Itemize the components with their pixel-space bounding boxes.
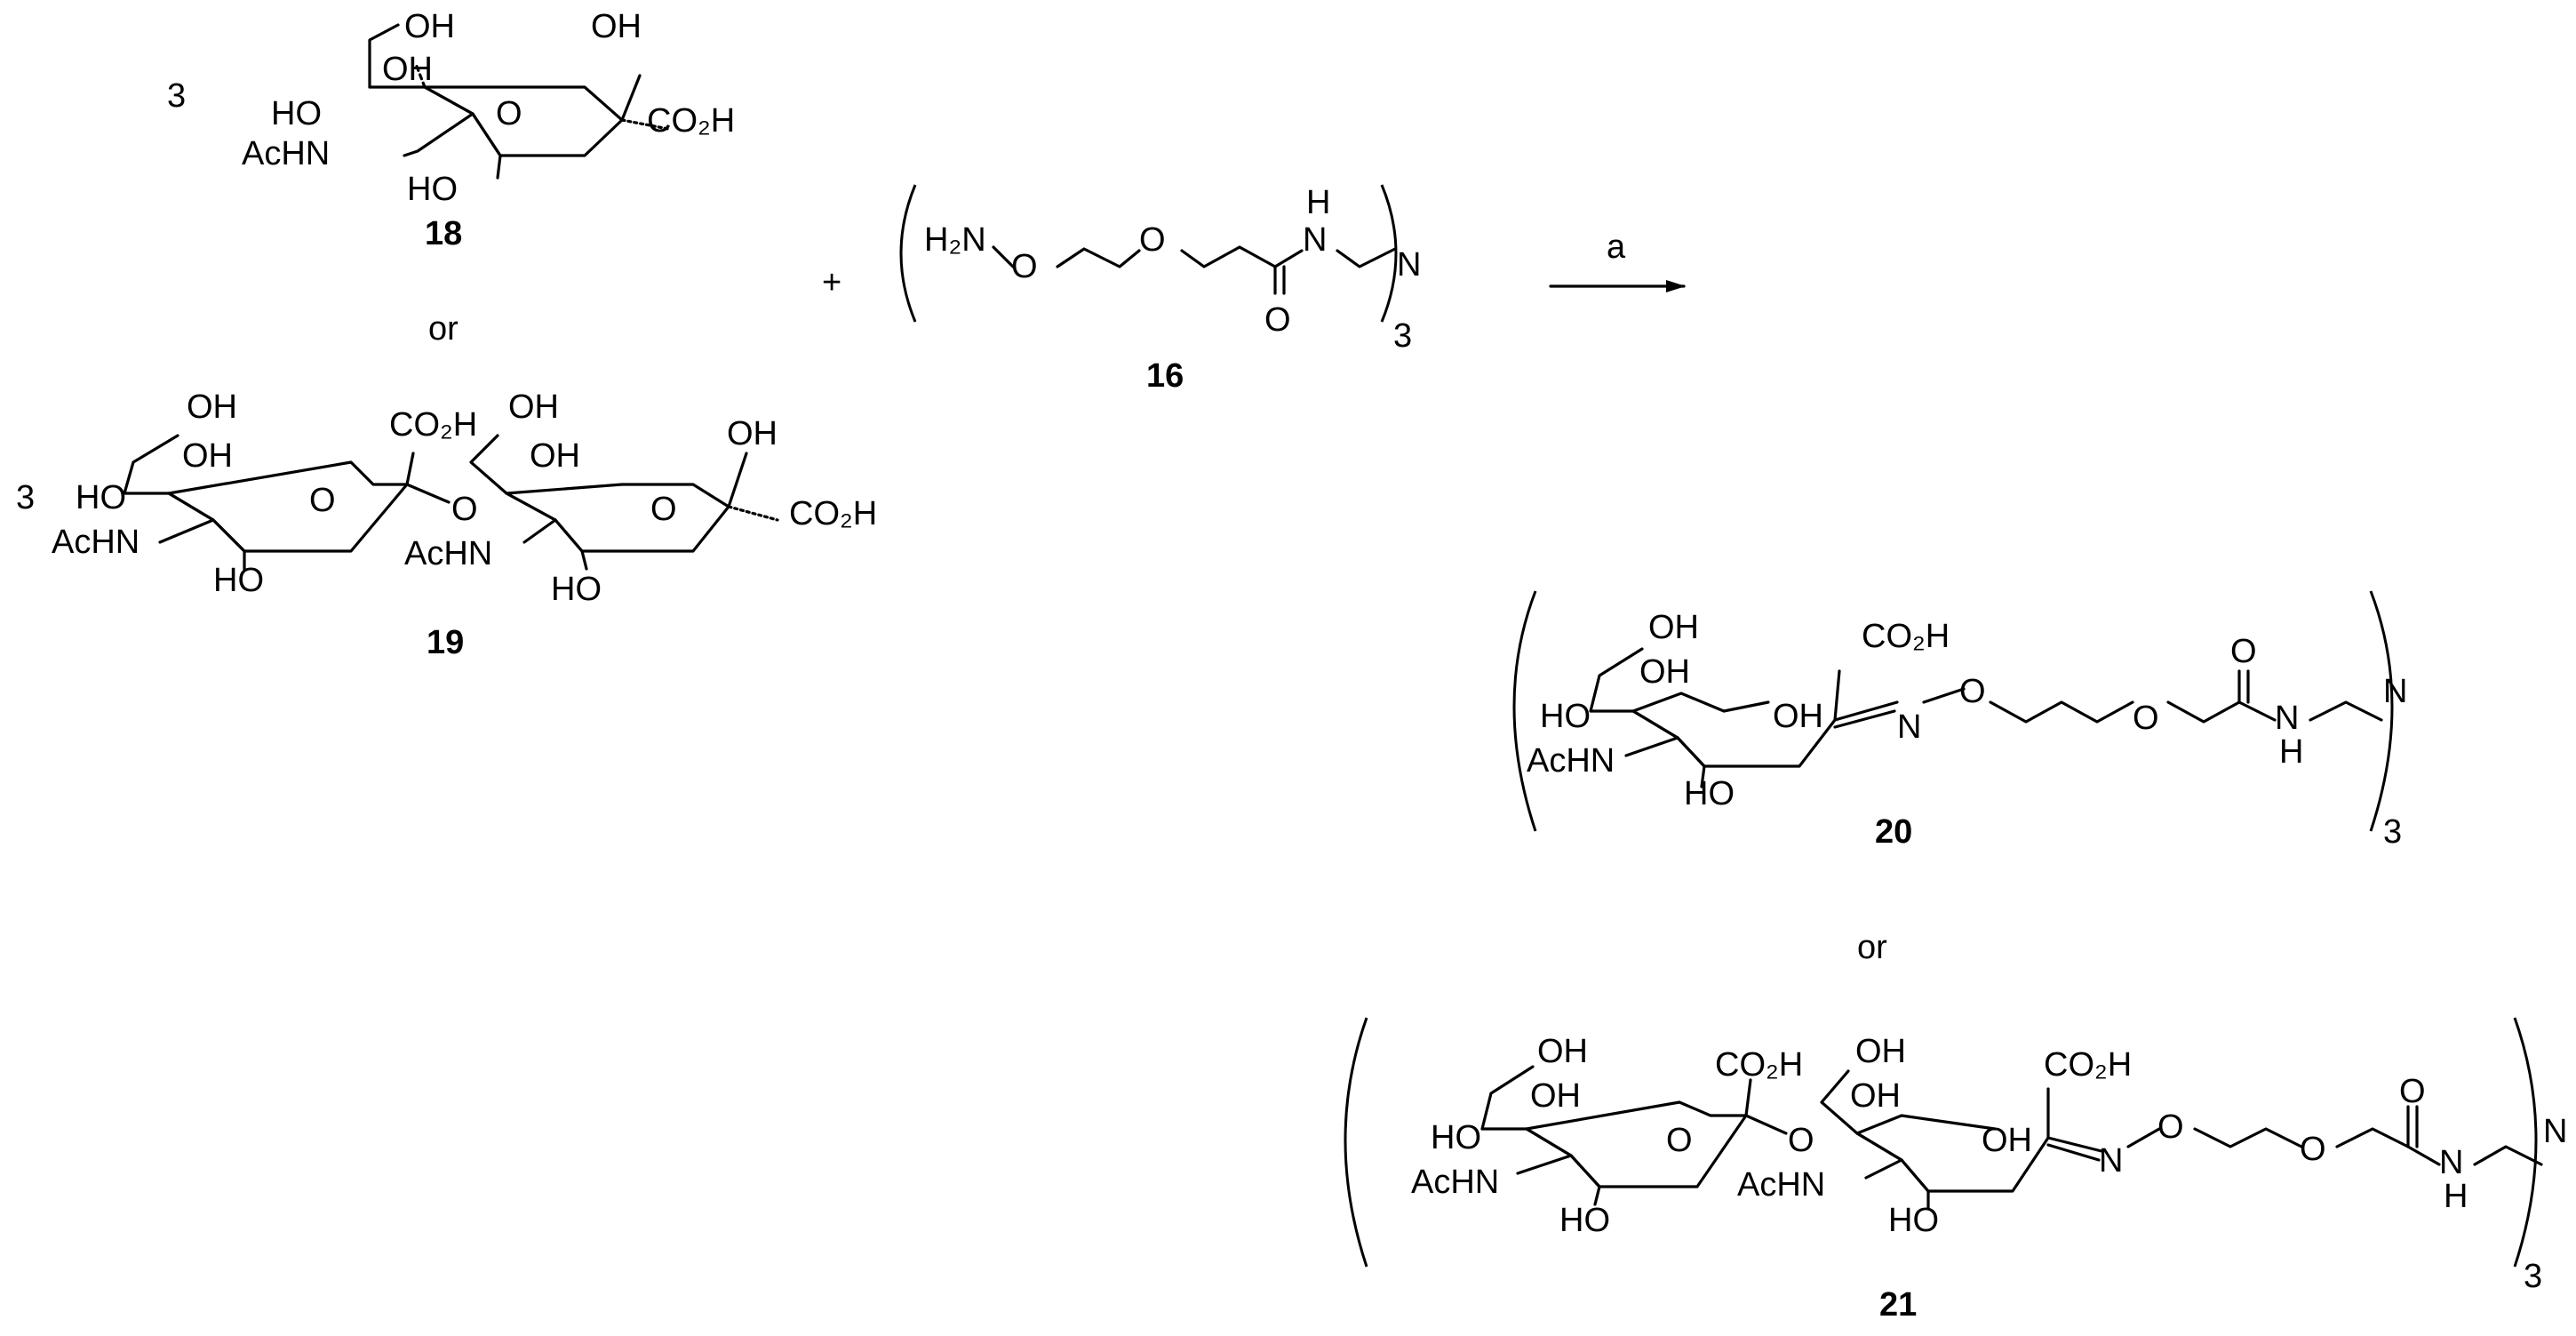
label-co2h: CO₂H [647,102,735,140]
label-ether-o: O [2133,700,2159,737]
label-achn-1: AcHN [1411,1164,1499,1201]
label-h2n: H₂N [924,221,986,259]
label-oh-top-2: OH [508,388,559,426]
paren-left-21 [1344,1017,1368,1268]
label-ho-bottom-2: HO [551,571,602,608]
label-ring-o-1: O [309,482,336,519]
label-ho-left: HO [271,95,322,132]
label-oh-mid: OH [382,51,433,88]
label-ring-o-2: O [650,491,677,528]
label-oh-mid-2: OH [1850,1077,1901,1115]
label-nh-n: N [2275,700,2299,737]
label-ho-bottom: HO [1684,775,1735,812]
label-ho-left-1: HO [1431,1119,1481,1156]
label-achn-2: AcHN [404,535,492,572]
label-oxime-n: N [2099,1142,2123,1180]
label-oh-mid-1: OH [182,437,233,475]
label-ring-o-1: O [1666,1122,1693,1159]
label-achn: AcHN [242,135,330,172]
label-oh-anomeric: OH [727,415,778,452]
paren-left-16 [899,184,917,323]
label-carbonyl-o: O [1264,301,1291,339]
label-ether-o: O [2300,1131,2326,1168]
compound-number-16: 16 [1146,357,1184,395]
label-glyco-o: O [451,491,478,528]
label-oh-ring-2: OH [1982,1122,2032,1159]
label-ho-left-1: HO [76,479,126,516]
label-o1: O [1011,248,1038,285]
multiplier-16: 3 [1393,317,1412,355]
label-ho-bottom: HO [407,171,458,208]
label-oxime-n: N [1897,708,1921,746]
label-o2: O [1139,221,1166,259]
label-oxime-o: O [2157,1108,2184,1146]
compound-number-18: 18 [425,215,462,252]
paren-right-20 [2369,590,2394,832]
label-carbonyl-o: O [2399,1073,2426,1110]
paren-left-20 [1512,590,1537,832]
label-oh-top-2: OH [1855,1033,1906,1070]
compound-20: OH OH HO OH AcHN HO CO₂H N O O O N H N 3… [1512,590,2407,851]
label-nh-h: H [2444,1178,2468,1215]
label-oh-top-1: OH [187,388,237,426]
label-oh-mid: OH [1639,653,1690,691]
label-nh-h: H [1306,184,1330,221]
label-oh-anomeric: OH [591,8,642,45]
label-core-n: N [1397,246,1421,284]
label-co2h-end: CO₂H [789,495,877,532]
label-oh-top-1: OH [1537,1033,1588,1070]
or-separator-2: or [1857,929,1887,966]
structure-19-bonds [123,434,779,571]
label-glyco-o: O [1788,1122,1814,1159]
label-co2h-end: CO₂H [2044,1046,2132,1084]
or-separator-1: or [428,310,459,348]
label-oh-top: OH [404,8,455,45]
label-achn: AcHN [1527,742,1615,780]
label-ho-bottom-2: HO [1888,1202,1939,1239]
multiplier-21: 3 [2524,1258,2542,1295]
paren-right-21 [2513,1017,2538,1268]
reaction-arrow: a [1549,228,1686,292]
label-ho-bottom-1: HO [1559,1202,1610,1239]
label-nh-h: H [2279,733,2303,771]
compound-16: H₂N O O O H N N 3 16 [899,184,1421,395]
label-achn-1: AcHN [52,524,140,561]
compound-number-20: 20 [1875,813,1912,851]
plus-sign: + [822,264,841,301]
label-oh-mid-1: OH [1530,1077,1581,1115]
label-ring-o: O [496,95,522,132]
coefficient-19: 3 [16,479,35,516]
compound-number-21: 21 [1879,1286,1917,1324]
structure-20-bonds [1589,647,2383,788]
reagent-label: a [1607,228,1626,266]
compound-18: 3 OH OH HO O OH CO₂H AcHN HO 18 [167,8,735,252]
label-co2h-mid: CO₂H [1715,1046,1803,1084]
structure-21-bonds [1480,1065,2543,1211]
coefficient-18: 3 [167,77,186,115]
compound-21: OH OH HO O AcHN HO CO₂H O OH OH OH AcHN … [1344,1017,2567,1324]
label-nh-n: N [1303,221,1327,259]
label-co2h: CO₂H [1862,618,1950,655]
structure-16-bonds [992,245,1397,295]
multiplier-20: 3 [2383,813,2402,851]
label-core-n: N [2383,673,2407,710]
label-oxime-o: O [1959,673,1986,710]
compound-19: 3 OH OH HO O AcHN HO CO₂H O [16,388,877,661]
paren-right-16 [1380,184,1398,323]
label-core-n: N [2543,1113,2567,1150]
structure-18-bonds [368,23,670,180]
label-oh-top: OH [1648,609,1699,646]
label-ho-bottom-1: HO [213,562,264,599]
label-oh-mid-2: OH [530,437,580,475]
label-oh-ring: OH [1773,698,1823,735]
label-co2h-mid: CO₂H [389,406,477,444]
label-ho-left: HO [1540,698,1591,735]
label-achn-2: AcHN [1737,1166,1825,1204]
label-nh-n: N [2439,1144,2463,1181]
compound-number-19: 19 [427,624,464,661]
label-carbonyl-o: O [2230,633,2257,670]
